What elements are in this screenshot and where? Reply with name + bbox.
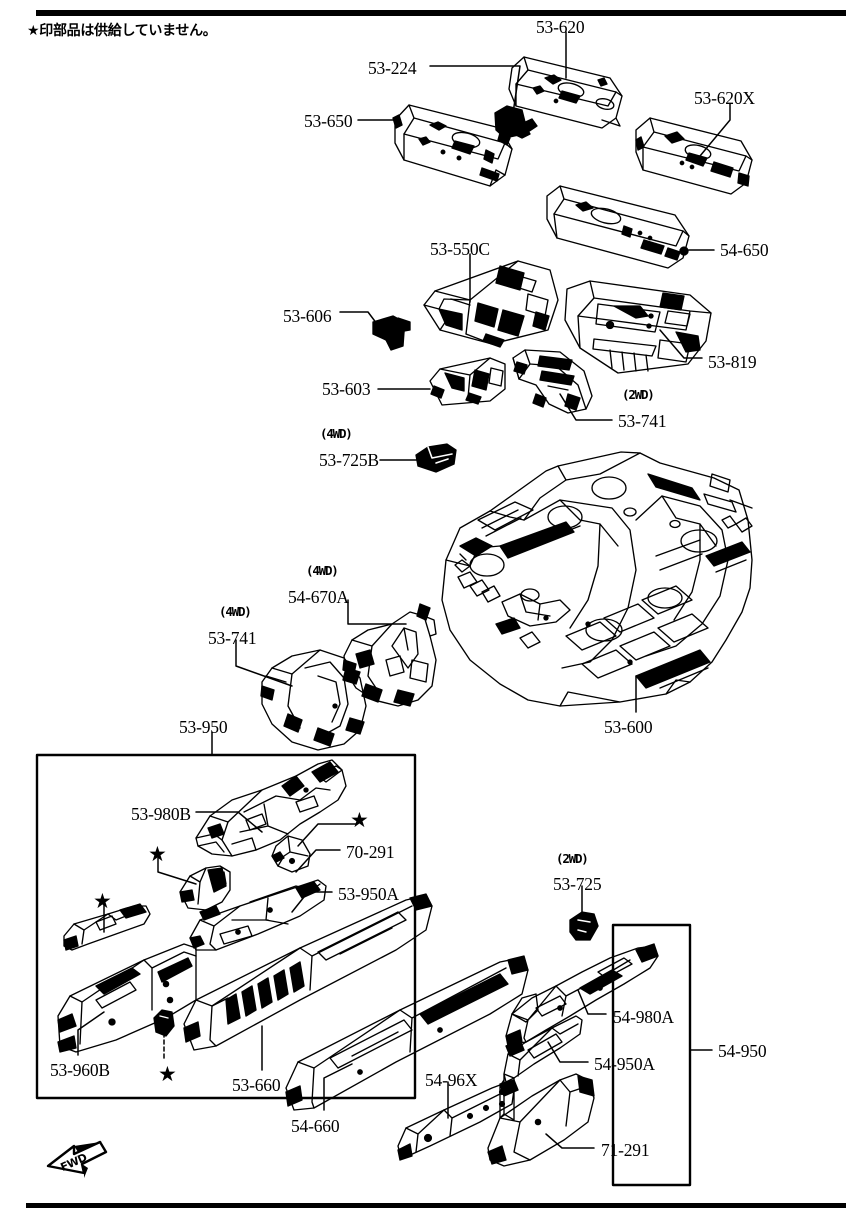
part-callout-53-950a: 53-950A	[338, 884, 399, 904]
part-53-741-2wd	[512, 349, 593, 414]
part-callout-53-224: 53-224	[368, 58, 417, 78]
not-supplied-star-icon: ★	[148, 842, 167, 866]
part-callout-53-741: 53-741	[208, 628, 257, 648]
part-53-725B	[415, 443, 457, 473]
part-callout-54-980a: 54-980A	[613, 1007, 674, 1027]
part-callout-70-291: 70-291	[346, 842, 395, 862]
part-callout-54-96x: 54-96X	[425, 1070, 478, 1090]
part-callout-54-650: 54-650	[720, 240, 769, 260]
part-callout-53-741: 53-741	[618, 411, 667, 431]
part-callout-53-603: 53-603	[322, 379, 371, 399]
part-callout-54-950: 54-950	[718, 1041, 767, 1061]
drive-type-tag: (2WD)	[622, 387, 655, 402]
part-53-660	[183, 893, 433, 1051]
part-54-660	[285, 955, 529, 1111]
part-70-291	[271, 835, 311, 873]
part-53-980B	[195, 759, 347, 857]
not-supplied-note: ★印部品は供給していません。	[27, 23, 217, 39]
drive-type-tag: (4WD)	[306, 563, 339, 578]
part-53-950A	[189, 879, 327, 951]
not-supplied-star-icon: ★	[158, 1062, 177, 1086]
part-53-819	[564, 280, 712, 374]
part-53-606	[372, 315, 411, 351]
part-callout-53-650: 53-650	[304, 111, 353, 131]
drive-type-tag: (2WD)	[556, 851, 589, 866]
part-callout-53-980b: 53-980B	[131, 804, 191, 824]
part-callout-53-725b: 53-725B	[319, 450, 379, 470]
part-callout-53-600: 53-600	[604, 717, 653, 737]
drive-type-tag: (4WD)	[320, 426, 353, 441]
part-callout-71-291: 71-291	[601, 1140, 650, 1160]
not-supplied-star-icon: ★	[350, 808, 369, 832]
part-callout-53-620x: 53-620X	[694, 88, 755, 108]
part-star-left-rail	[63, 903, 151, 951]
part-53-603	[429, 357, 506, 406]
top-rule	[36, 10, 846, 16]
part-callout-53-606: 53-606	[283, 306, 332, 326]
part-53-600-floor-pan	[441, 451, 753, 707]
part-54-980A	[505, 943, 659, 1047]
part-53-725	[569, 911, 599, 941]
part-53-620X	[635, 117, 753, 195]
part-callout-53-950: 53-950	[179, 717, 228, 737]
part-callout-54-670a: 54-670A	[288, 587, 349, 607]
part-53-650	[392, 104, 513, 187]
drive-type-tag: (4WD)	[219, 604, 252, 619]
part-54-96X	[397, 1079, 519, 1161]
part-callout-53-620: 53-620	[536, 17, 585, 37]
part-54-650	[546, 185, 690, 269]
part-star-clip	[153, 1009, 175, 1037]
part-54-950A	[498, 1015, 583, 1121]
part-callout-54-950a: 54-950A	[594, 1054, 655, 1074]
part-star-inner-bracket	[179, 865, 231, 911]
part-71-291	[487, 1073, 595, 1167]
part-53-224	[494, 105, 538, 146]
part-53-960B	[57, 943, 197, 1053]
part-callout-53-550c: 53-550C	[430, 239, 490, 259]
part-callout-54-660: 54-660	[291, 1116, 340, 1136]
part-callout-53-725: 53-725	[553, 874, 602, 894]
part-callout-53-960b: 53-960B	[50, 1060, 110, 1080]
part-53-741-4wd	[260, 649, 367, 751]
part-53-550C	[423, 260, 559, 348]
not-supplied-star-icon: ★	[93, 889, 112, 913]
part-54-670A	[342, 603, 437, 707]
bottom-rule	[26, 1203, 846, 1208]
fwd-direction-arrow: FWD	[44, 1140, 110, 1186]
part-callout-53-660: 53-660	[232, 1075, 281, 1095]
part-53-620	[508, 56, 623, 129]
part-callout-53-819: 53-819	[708, 352, 757, 372]
